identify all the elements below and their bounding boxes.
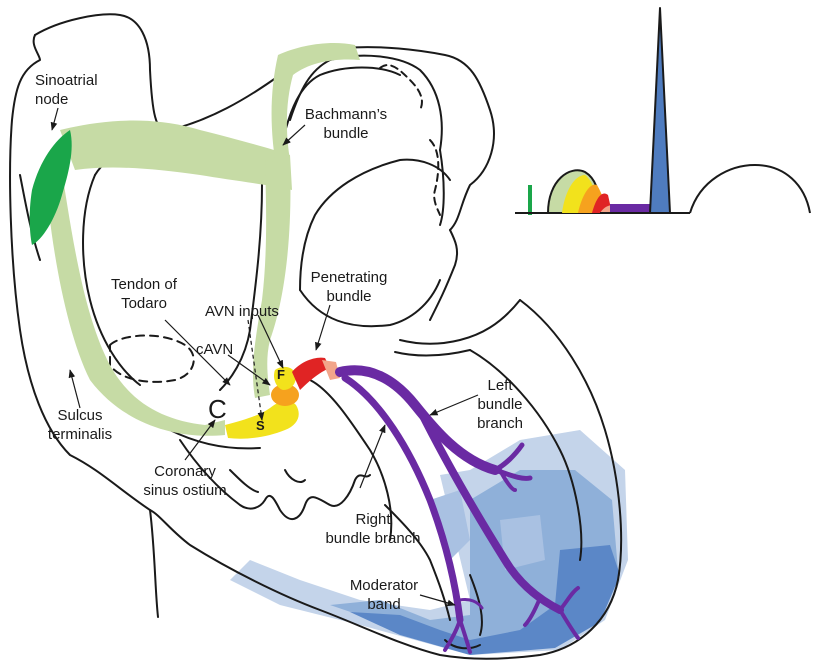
ecg-t-wave (690, 165, 810, 213)
label-sinoatrial-node: Sinoatrial node (35, 71, 98, 109)
label-tendon-of-todaro: Tendon of Todaro (98, 275, 190, 313)
leader-sinoatrial (52, 108, 58, 130)
anterior-pathway (253, 160, 290, 398)
ecg-pr-segment (610, 204, 650, 213)
label-coronary-sinus-ostium: Coronary sinus ostium (130, 462, 240, 500)
label-bachmanns-bundle: Bachmann’s bundle (300, 105, 392, 143)
leader-right-bundle (360, 425, 385, 488)
leader-sulcus (70, 370, 80, 408)
leader-penetrating (316, 305, 330, 350)
marker-slow-pathway: S (256, 418, 265, 433)
marker-coronary-sinus: C (208, 394, 227, 425)
label-right-bundle-branch: Right bundle branch (318, 510, 428, 548)
label-moderator-band: Moderator band (340, 576, 428, 614)
ecg-inset (515, 8, 810, 215)
marker-fast-pathway: F (277, 367, 285, 382)
label-penetrating-bundle: Penetrating bundle (305, 268, 393, 306)
label-cavn: cAVN (196, 340, 233, 359)
bachmanns-bundle (60, 121, 292, 190)
label-sulcus-terminalis: Sulcus terminalis (40, 406, 120, 444)
ecg-sa-marker (528, 185, 532, 215)
label-avn-inputs: AVN inputs (205, 302, 279, 321)
ecg-qrs-spike (650, 8, 670, 213)
label-left-bundle-branch: Left bundle branch (470, 376, 530, 433)
